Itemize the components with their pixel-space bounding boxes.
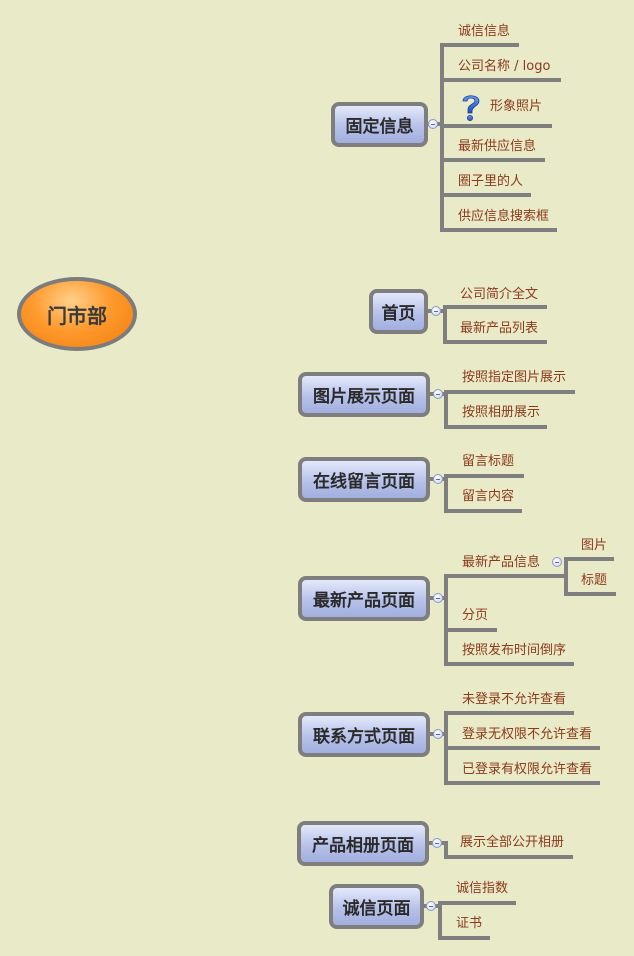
topic-node-gudingxinxi[interactable]: 固定信息	[331, 102, 428, 147]
topic-node-zuixinchanpin[interactable]: 最新产品页面	[298, 576, 430, 621]
leaf-node[interactable]: 留言内容	[462, 489, 515, 504]
leaf-node[interactable]: 按照相册展示	[462, 405, 541, 420]
leaf-node[interactable]: 公司简介全文	[460, 287, 539, 302]
topic-node-chengxin[interactable]: 诚信页面	[329, 884, 424, 929]
collapse-toggle-tupian[interactable]	[433, 389, 443, 399]
leaf-node[interactable]: 最新产品信息	[462, 555, 541, 570]
collapse-toggle-chengxin[interactable]	[426, 901, 436, 911]
collapse-toggle-lianxi[interactable]	[433, 729, 443, 739]
collapse-toggle-xiangce[interactable]	[432, 838, 442, 848]
leaf-node[interactable]: 按照指定图片展示	[462, 370, 567, 385]
leaf-node[interactable]: 展示全部公开相册	[460, 835, 565, 850]
leaf-node[interactable]: 证书	[456, 916, 483, 931]
collapse-toggle-shouye[interactable]	[431, 306, 441, 316]
collapse-toggle-chanpin-info[interactable]	[552, 557, 562, 567]
leaf-node[interactable]: 诚信信息	[458, 24, 511, 39]
topic-node-shouye[interactable]: 首页	[369, 289, 428, 334]
leaf-node[interactable]: 圈子里的人	[458, 174, 524, 189]
root-node[interactable]: 门市部	[17, 277, 137, 351]
leaf-node[interactable]: 最新供应信息	[458, 139, 537, 154]
leaf-node[interactable]: 登录无权限不允许查看	[462, 727, 593, 742]
leaf-node[interactable]: 诚信指数	[456, 881, 509, 896]
leaf-node[interactable]: 最新产品列表	[460, 321, 539, 336]
question-mark-icon	[462, 95, 480, 121]
leaf-node[interactable]: 图片	[581, 538, 608, 553]
leaf-node[interactable]: 形象照片	[490, 99, 543, 114]
leaf-node[interactable]: 已登录有权限允许查看	[462, 762, 593, 777]
collapse-toggle-gudingxinxi[interactable]	[428, 119, 438, 129]
leaf-node[interactable]: 分页	[462, 608, 489, 623]
leaf-node[interactable]: 标题	[581, 573, 608, 588]
leaf-node[interactable]: 未登录不允许查看	[462, 692, 567, 707]
leaf-node[interactable]: 留言标题	[462, 454, 515, 469]
topic-node-tupianzhanshi[interactable]: 图片展示页面	[298, 372, 430, 417]
leaf-node[interactable]: 公司名称 / logo	[458, 59, 551, 74]
leaf-node[interactable]: 按照发布时间倒序	[462, 643, 567, 658]
topic-node-chanpinxiangce[interactable]: 产品相册页面	[297, 821, 429, 866]
topic-node-zaixianliuyan[interactable]: 在线留言页面	[298, 457, 430, 502]
leaf-node[interactable]: 供应信息搜索框	[458, 209, 550, 224]
topic-node-lianxifangshi[interactable]: 联系方式页面	[298, 712, 430, 757]
collapse-toggle-liuyan[interactable]	[433, 474, 443, 484]
collapse-toggle-chanpin[interactable]	[433, 593, 443, 603]
